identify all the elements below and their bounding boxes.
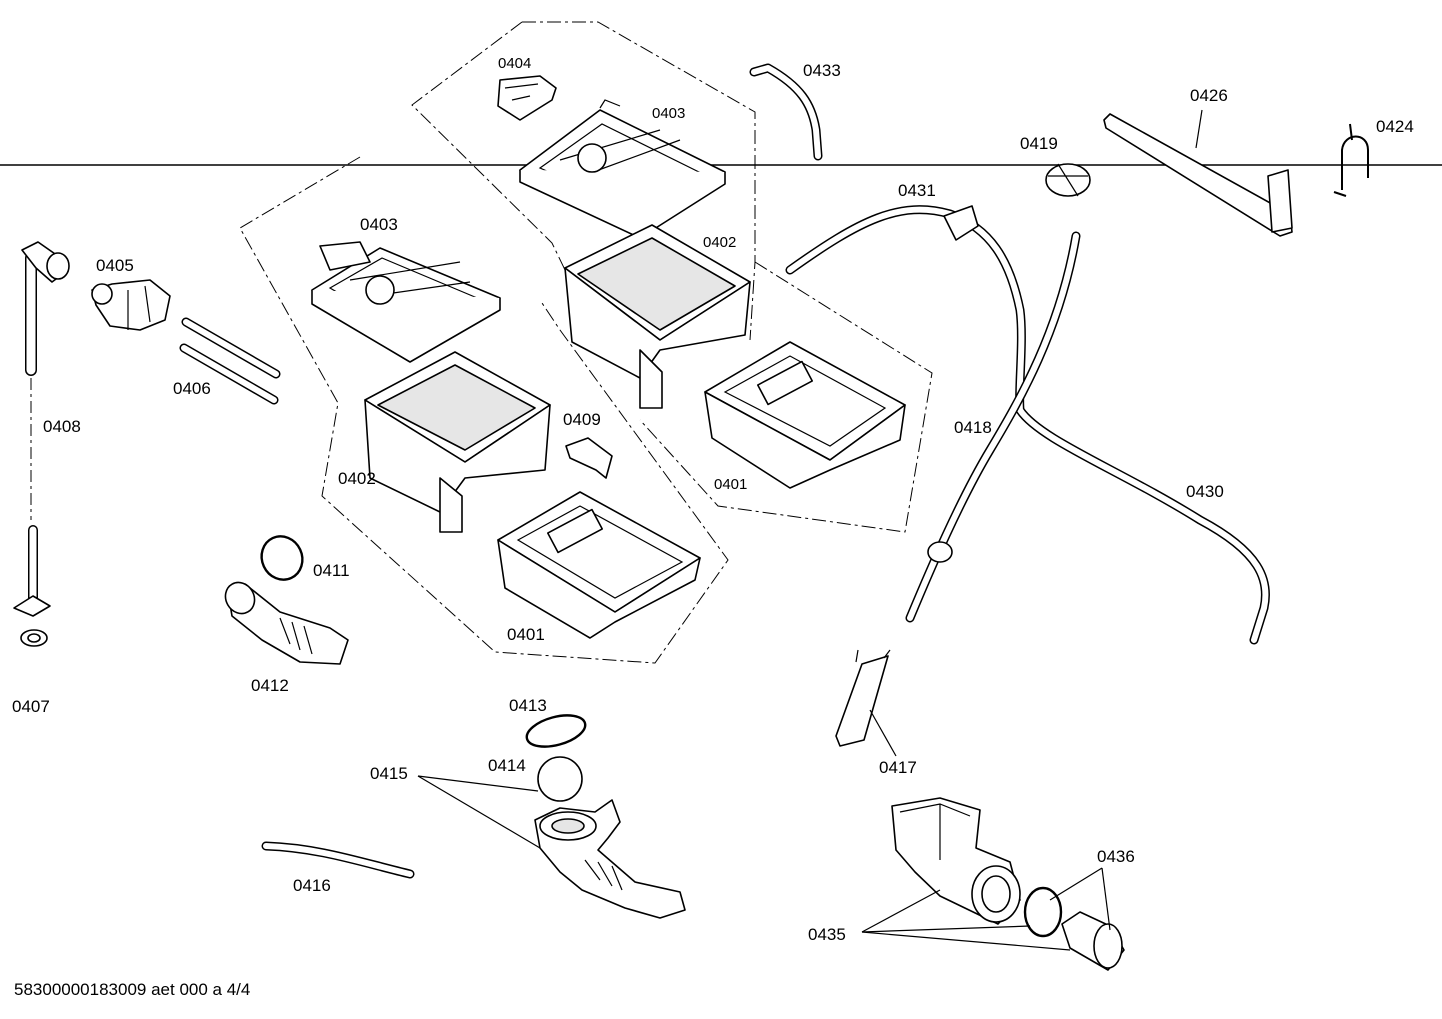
- label-0430: 0430: [1186, 482, 1224, 501]
- part-0414-ball: [537, 756, 583, 802]
- part-0419-pressure-switch: [1045, 163, 1091, 197]
- label-0403-lower: 0403: [360, 215, 398, 234]
- label-0414: 0414: [488, 756, 526, 775]
- label-0415: 0415: [370, 764, 408, 783]
- label-0419: 0419: [1020, 134, 1058, 153]
- part-0417-cylinder: [835, 649, 891, 747]
- label-0435: 0435: [808, 925, 846, 944]
- part-0409: [565, 437, 613, 479]
- part-0411-ring: [260, 535, 304, 581]
- leader-lines: [417, 109, 1203, 951]
- label-0408: 0408: [43, 417, 81, 436]
- part-0402-upper-drawer: [564, 224, 751, 409]
- label-0431: 0431: [898, 181, 936, 200]
- part-0401-upper-handle: [704, 341, 906, 489]
- part-0403-lower-distributor: [311, 241, 501, 363]
- label-0409: 0409: [563, 410, 601, 429]
- label-0417: 0417: [879, 758, 917, 777]
- label-0426: 0426: [1190, 86, 1228, 105]
- label-0406: 0406: [173, 379, 211, 398]
- label-0433: 0433: [803, 61, 841, 80]
- part-0402-lower-drawer: [364, 351, 551, 533]
- part-0405-valve: [91, 279, 171, 331]
- label-0402-lower: 0402: [338, 469, 376, 488]
- part-0418-hose: [905, 231, 1081, 623]
- part-0413-ring: [525, 714, 587, 748]
- part-0416-hose: [261, 841, 415, 879]
- part-0435-pump: [891, 797, 1021, 925]
- part-0404-clip: [497, 75, 557, 121]
- part-0403-upper-distributor: [519, 99, 726, 239]
- part-labels: 0404 0403 0433 0426 0424 0419 0431 0403 …: [12, 55, 1414, 944]
- label-0418: 0418: [954, 418, 992, 437]
- label-0401-lower: 0401: [507, 625, 545, 644]
- label-0416: 0416: [293, 876, 331, 895]
- part-0412-bellows: [224, 581, 349, 665]
- part-0431-hose: [785, 205, 1271, 645]
- label-0412: 0412: [251, 676, 289, 695]
- part-0436-filter: [1023, 886, 1125, 971]
- part-0424-clip: [1333, 123, 1369, 197]
- label-0403-upper: 0403: [652, 105, 685, 122]
- label-0404: 0404: [498, 55, 531, 72]
- label-0413: 0413: [509, 696, 547, 715]
- label-0402-upper: 0402: [703, 234, 736, 251]
- document-footer: 58300000183009 aet 000 a 4/4: [14, 980, 251, 999]
- label-0407: 0407: [12, 697, 50, 716]
- label-0436: 0436: [1097, 847, 1135, 866]
- part-0408-vertical-hose: [13, 241, 70, 647]
- part-0415-sump-hose: [534, 799, 686, 919]
- label-0411: 0411: [313, 561, 350, 580]
- part-0426-rail: [1103, 113, 1293, 237]
- label-0405: 0405: [96, 256, 134, 275]
- part-0401-lower-handle: [497, 491, 701, 639]
- part-0433-hose: [749, 63, 823, 161]
- label-0424: 0424: [1376, 117, 1414, 136]
- label-0401-upper: 0401: [714, 476, 747, 493]
- part-0406-rods: [179, 317, 281, 405]
